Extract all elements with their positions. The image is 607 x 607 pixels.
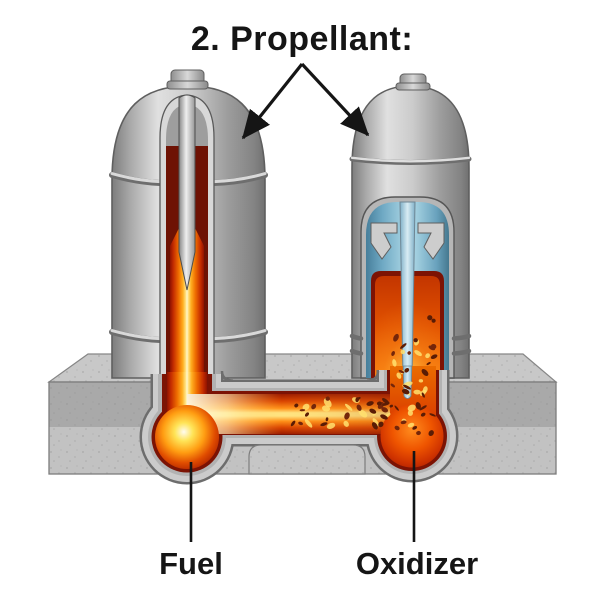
connecting-channel	[139, 315, 459, 485]
oxidizer-label: Oxidizer	[356, 546, 478, 581]
fuel-tank-ribs	[109, 172, 268, 343]
fuel-label: Fuel	[159, 546, 223, 581]
title-arrow-right	[300, 62, 370, 137]
fuel-tank-cap	[166, 69, 209, 90]
oxidizer-tank-cap	[395, 73, 431, 91]
oxidizer-window	[360, 196, 455, 379]
ember-particles	[290, 315, 438, 437]
title-arrow-left	[241, 63, 304, 140]
oxidizer-tank	[349, 73, 472, 379]
fuel-tank	[109, 69, 268, 382]
fuel-glow-column	[170, 212, 204, 382]
fuel-bulb	[155, 405, 219, 469]
oxidizer-bracket-left	[370, 222, 398, 260]
diagram-title: 2. Propellant:	[191, 20, 413, 58]
oxidizer-bulb	[380, 404, 444, 468]
oxidizer-tank-lower-ribs	[349, 333, 472, 356]
oxidizer-bracket-right	[417, 222, 445, 260]
fuel-rod	[178, 94, 196, 291]
fuel-cutaway	[159, 94, 215, 382]
oxidizer-tank-seam	[349, 156, 472, 165]
annotations: 2. Propellant: Fuel Oxidizer	[159, 20, 478, 581]
